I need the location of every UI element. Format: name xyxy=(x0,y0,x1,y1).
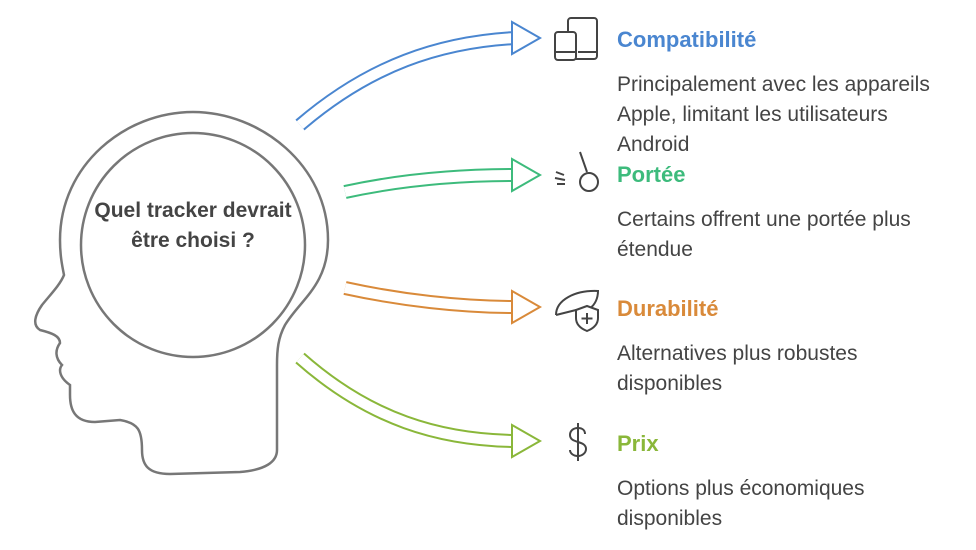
desc-portee: Certains offrent une portée plus étendue xyxy=(617,208,911,261)
title-durabilite: Durabilité xyxy=(617,296,719,321)
arrow-compatibilite xyxy=(295,20,543,131)
inner-circle xyxy=(79,131,307,359)
desc-durabilite: Alternatives plus robustes disponibles xyxy=(617,342,858,395)
head-outline xyxy=(34,110,330,476)
arrow-portee xyxy=(343,157,543,199)
title-compatibilite: Compatibilité xyxy=(617,27,757,52)
title-prix: Prix xyxy=(617,431,659,456)
desc-prix: Options plus économiques disponibles xyxy=(617,477,865,530)
arrow-durabilite xyxy=(343,281,543,325)
devices-icon xyxy=(554,17,598,61)
dollar-icon xyxy=(568,423,588,461)
title-portee: Portée xyxy=(617,162,686,187)
desc-compatibilite: Principalement avec les appareils Apple,… xyxy=(617,73,930,156)
central-question: Quel tracker devrait être choisi ? xyxy=(94,199,292,252)
arrow-prix xyxy=(295,352,543,459)
wrecking-ball-icon xyxy=(554,151,599,192)
leaf-shield-icon xyxy=(555,289,600,333)
